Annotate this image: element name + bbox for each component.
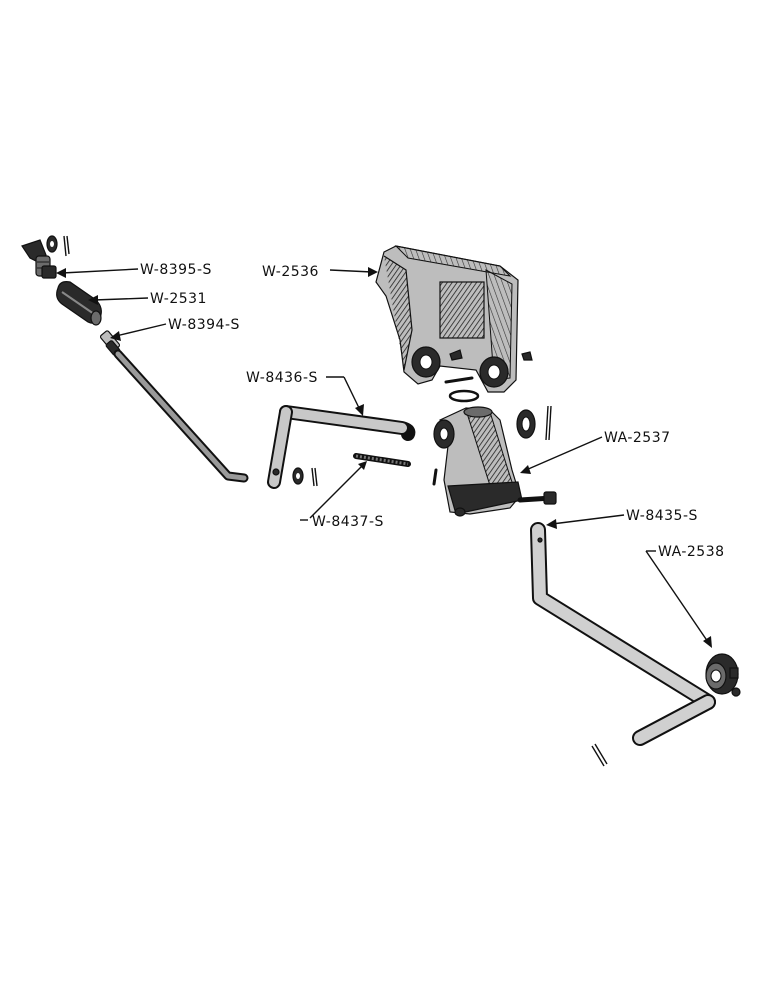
leader-w8436s [326,376,364,416]
leader-w8437s [300,461,367,521]
shaft-w8435s-part [530,522,716,746]
leader-w8435s [546,514,625,529]
label-w8395s: W-8395-S [140,262,212,278]
label-w2531: W-2531 [150,291,207,307]
leader-w2531 [88,295,149,305]
small-pin-part [432,468,438,486]
leader-w8394s [110,323,167,341]
label-w8435s: W-8435-S [626,508,698,524]
casting-w2536-part [375,245,533,393]
cotter-pin-part [63,235,70,257]
cotter-pin-part-2 [545,405,552,441]
threaded-pin-w8437s-part [353,453,411,467]
washer-part-small [46,235,58,253]
hub-wa2538-part [705,653,741,697]
rod-w8394s-part [99,330,249,483]
leader-wa2537 [520,436,603,474]
crank-w8436s-part [267,405,416,489]
label-wa2538: WA-2538 [658,544,725,560]
label-wa2537: WA-2537 [604,430,671,446]
label-w8394s: W-8394-S [168,317,240,333]
ring-washer-part [448,389,480,403]
pin-part-small [444,376,474,384]
label-w8437s: W-8437-S [312,514,384,530]
cotter-pin-part-3 [591,743,608,767]
label-w2536: W-2536 [262,264,319,280]
leader-wa2538 [645,550,712,648]
knob-w2531-part [56,281,102,326]
nut-w8395s-part [41,265,57,279]
bracket-wa2537-part [433,406,557,517]
leader-w2536 [329,267,378,277]
label-w8436s: W-8436-S [246,370,318,386]
washer-part-large [516,409,536,439]
leader-w8395s [56,268,139,278]
